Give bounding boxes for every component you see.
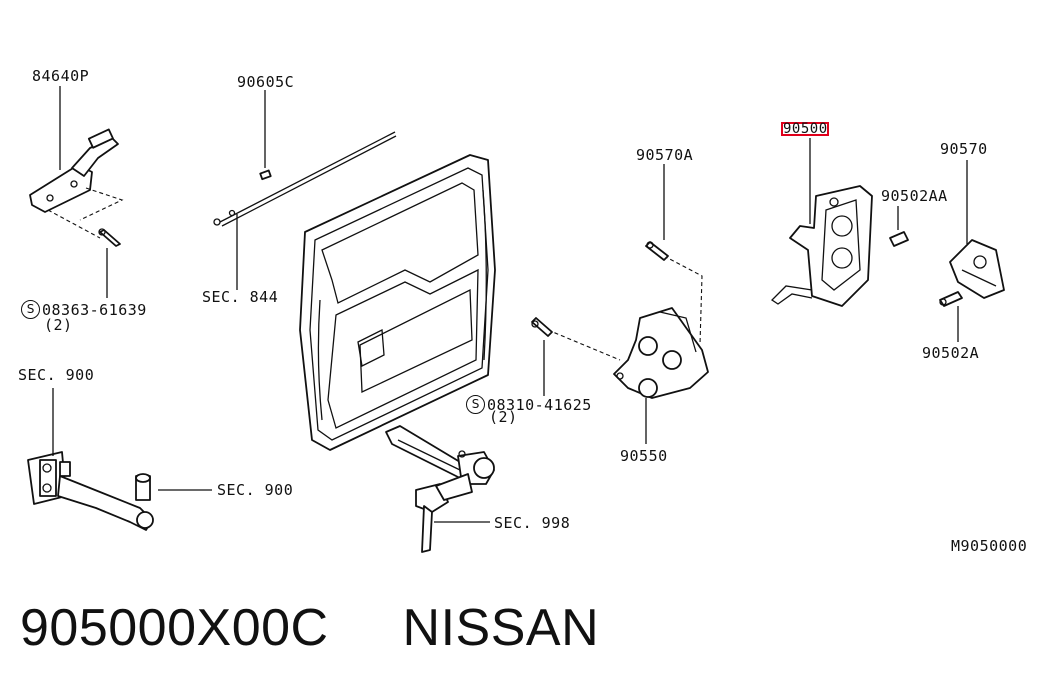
back-door-panel — [299, 154, 496, 451]
label-90502a: 90502A — [922, 344, 980, 362]
lock-striker-90550 — [531, 241, 709, 399]
label-90605c: 90605C — [237, 73, 295, 91]
footer-caption: 905000X00C NISSAN — [20, 598, 599, 658]
label-sec-844: SEC. 844 — [202, 288, 279, 306]
screw-symbol-icon: S — [21, 300, 40, 319]
rod-90605c — [213, 131, 397, 227]
label-90570: 90570 — [940, 140, 988, 158]
screw-symbol-icon: S — [466, 395, 485, 414]
brand-name: NISSAN — [402, 599, 600, 657]
label-08363-61639: 08363-61639 — [42, 301, 147, 319]
label-sec-900b: SEC. 900 — [217, 481, 294, 499]
label-qty-2b: (2) — [489, 408, 518, 426]
handle-assembly — [385, 425, 495, 553]
striker-plate-90570 — [939, 239, 1005, 307]
diagram-code: M9050000 — [951, 537, 1028, 555]
label-90502aa: 90502AA — [881, 187, 948, 205]
label-qty-2a: (2) — [44, 316, 73, 334]
label-sec-900a: SEC. 900 — [18, 366, 95, 384]
label-08310-41625: 08310-41625 — [487, 396, 592, 414]
label-sec-998: SEC. 998 — [494, 514, 571, 532]
lock-assembly-90500 — [770, 185, 909, 307]
leader-lines — [52, 86, 968, 523]
part-number: 905000X00C — [20, 599, 329, 657]
highlight-box — [781, 122, 829, 136]
label-90570a: 90570A — [636, 146, 694, 164]
door-check-hinge — [27, 451, 154, 531]
check-link-84640p — [29, 128, 124, 247]
label-90500: 90500 — [783, 121, 828, 137]
label-84640p: 84640P — [32, 67, 90, 85]
label-90550: 90550 — [620, 447, 668, 465]
